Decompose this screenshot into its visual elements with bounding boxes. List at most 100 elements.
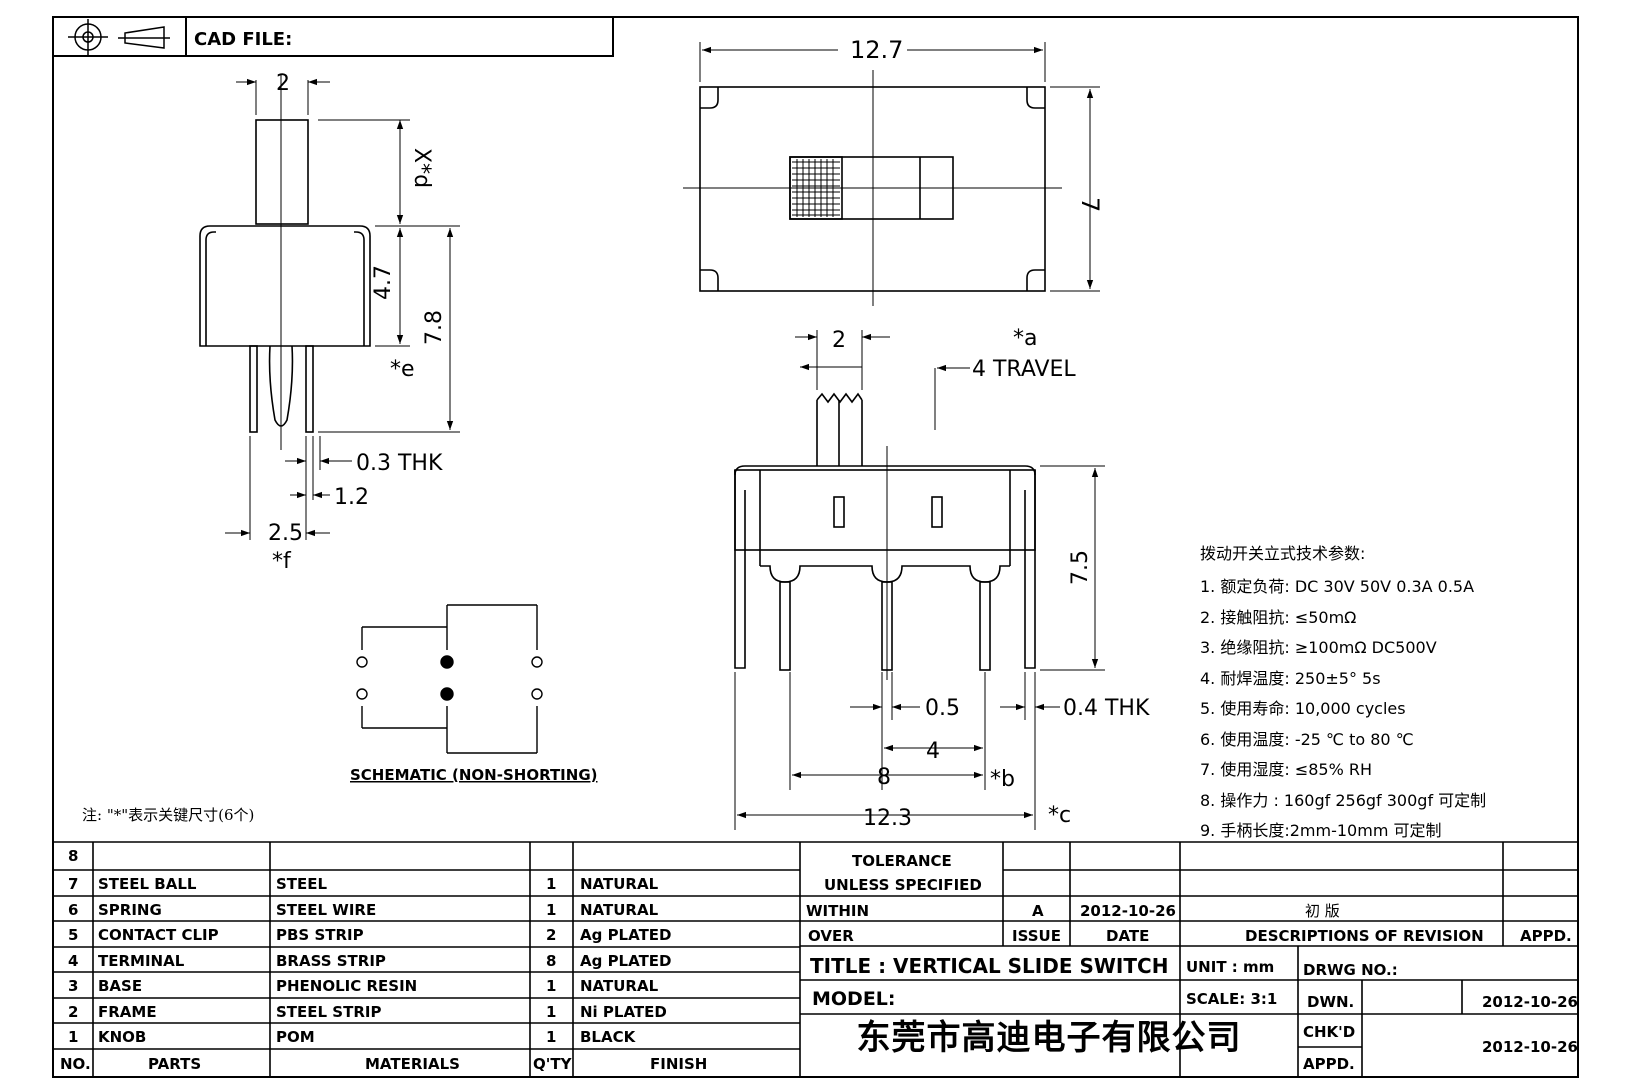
dim-top-width: 12.7 — [850, 36, 903, 64]
bom-footer: NO. PARTS MATERIALS Q'TY FINISH — [60, 1055, 707, 1073]
bom-cell-qty: 8 — [546, 952, 556, 970]
bom-cell-part: BASE — [98, 977, 142, 995]
bom-cell-part: STEEL BALL — [98, 875, 197, 893]
bom-cell-no: 4 — [68, 952, 78, 970]
drawn-date: 2012-10-26 — [1482, 993, 1578, 1011]
bom-cell-no: 7 — [68, 875, 78, 893]
bom-cell-part: TERMINAL — [98, 952, 185, 970]
spec-item: 1. 额定负荷: DC 30V 50V 0.3A 0.5A — [1200, 577, 1475, 596]
bom-cell-finish: Ni PLATED — [580, 1003, 667, 1021]
issue-header: ISSUE — [1012, 927, 1061, 945]
dim-side-thickness: 0.3 THK — [356, 451, 443, 476]
scale-label: SCALE: 3:1 — [1186, 990, 1277, 1008]
checked-label: CHK'D — [1303, 1023, 1355, 1041]
bom-cell-finish: Ag PLATED — [580, 926, 672, 944]
spec-title: 拨动开关立式技术参数: — [1200, 544, 1366, 563]
mark-e: *e — [390, 357, 415, 382]
bom-row: 5 CONTACT CLIP PBS STRIP 2 Ag PLATED — [68, 926, 672, 944]
unit-label: UNIT : mm — [1186, 958, 1274, 976]
bom-cell-finish: NATURAL — [580, 901, 659, 919]
dim-front-pitch-small: 0.5 — [925, 696, 960, 721]
spec-item: 6. 使用温度: -25 ℃ to 80 ℃ — [1200, 729, 1414, 749]
mark-c: *c — [1048, 803, 1071, 828]
projection-symbol-icon — [68, 19, 170, 55]
bom-col-finish: FINISH — [650, 1055, 707, 1073]
title-block-grid — [800, 842, 1578, 1077]
dim-front-pitch-8: 8 — [877, 765, 891, 790]
spec-item: 2. 接触阻抗: ≤50mΩ — [1200, 607, 1357, 627]
spec-item: 7. 使用湿度: ≤85% RH — [1200, 760, 1373, 779]
unless-specified-label: UNLESS SPECIFIED — [824, 876, 982, 894]
bom-cell-no: 3 — [68, 977, 78, 995]
dim-side-body-height: 4.7 — [371, 265, 396, 300]
dim-front-height: 7.5 — [1068, 550, 1093, 585]
dim-side-pin-width: 2 — [276, 71, 290, 96]
spec-item: 3. 绝缘阻抗: ≥100mΩ DC500V — [1200, 638, 1437, 657]
bom-cell-material: PHENOLIC RESIN — [276, 977, 417, 995]
bom-cell-qty: 2 — [546, 926, 556, 944]
bom-cell-qty: 1 — [546, 1028, 556, 1046]
drawn-label: DWN. — [1307, 993, 1354, 1011]
bom-row: 7 STEEL BALL STEEL 1 NATURAL — [68, 875, 659, 893]
within-label: WITHIN — [806, 902, 869, 920]
description-header: DESCRIPTIONS OF REVISION — [1245, 927, 1484, 945]
side-view — [199, 75, 460, 540]
bom-row: 4 TERMINAL BRASS STRIP 8 Ag PLATED — [68, 952, 672, 970]
bom-cell-no: 1 — [68, 1028, 78, 1046]
date-header: DATE — [1106, 927, 1149, 945]
drawing-title: TITLE : VERTICAL SLIDE SWITCH — [810, 954, 1168, 978]
dim-front-knob-width: 2 — [832, 328, 846, 353]
dim-side-pin-gap: 1.2 — [334, 485, 369, 510]
company-name: 东莞市高迪电子有限公司 — [856, 1018, 1242, 1058]
bom-cell-material: STEEL — [276, 875, 328, 893]
checked-date: 2012-10-26 — [1482, 1038, 1578, 1056]
bom-cell-finish: BLACK — [580, 1028, 637, 1046]
bom-row: 8 — [68, 847, 78, 865]
bom-col-qty: Q'TY — [533, 1055, 573, 1073]
bom-cell-finish: Ag PLATED — [580, 952, 672, 970]
bom-cell-finish: NATURAL — [580, 977, 659, 995]
bom-col-parts: PARTS — [148, 1055, 201, 1073]
revision-description: 初 版 — [1305, 902, 1340, 920]
bom-row: 1 KNOB POM 1 BLACK — [68, 1028, 637, 1046]
mark-b: *b — [990, 767, 1015, 792]
spec-item: 5. 使用寿命: 10,000 cycles — [1200, 699, 1406, 718]
title-block-text: TOLERANCE UNLESS SPECIFIED WITHIN OVER A… — [806, 852, 1578, 1073]
dim-front-thickness: 0.4 THK — [1063, 696, 1150, 721]
mark-a: *a — [1013, 326, 1037, 351]
bom-cell-no: 5 — [68, 926, 78, 944]
tolerance-label: TOLERANCE — [852, 852, 952, 870]
bom-col-no: NO. — [60, 1055, 91, 1073]
dim-front-width: 12.3 — [863, 806, 912, 831]
front-view — [734, 330, 1105, 830]
cad-file-label: CAD FILE: — [194, 29, 292, 50]
spec-item: 8. 操作力 : 160gf 256gf 300gf 可定制 — [1200, 790, 1487, 810]
bom-col-materials: MATERIALS — [365, 1055, 460, 1073]
mark-f: *f — [272, 549, 292, 574]
bom-cell-material: PBS STRIP — [276, 926, 364, 944]
bom-cell-part: CONTACT CLIP — [98, 926, 219, 944]
bom-cell-no: 2 — [68, 1003, 78, 1021]
drawing-number-label: DRWG NO.: — [1303, 961, 1398, 979]
bom-cell-material: BRASS STRIP — [276, 952, 386, 970]
spec-item: 4. 耐焊温度: 250±5° 5s — [1200, 668, 1381, 688]
bom-cell-part: KNOB — [98, 1028, 146, 1046]
approved-label: APPD. — [1303, 1055, 1355, 1073]
over-label: OVER — [808, 927, 854, 945]
bom-cell-finish: NATURAL — [580, 875, 659, 893]
bom-cell-qty: 1 — [546, 875, 556, 893]
dim-side-pin-pitch: 2.5 — [268, 521, 303, 546]
key-dimension-note: 注: "*"表示关键尺寸(6个) — [82, 806, 255, 824]
bom-cell-part: FRAME — [98, 1003, 157, 1021]
bom-cell-part: SPRING — [98, 901, 162, 919]
bom-cell-qty: 1 — [546, 901, 556, 919]
bom-cell-no: 8 — [68, 847, 78, 865]
sheet-border — [52, 16, 1579, 1078]
top-view — [683, 42, 1100, 306]
bom-cell-material: POM — [276, 1028, 315, 1046]
